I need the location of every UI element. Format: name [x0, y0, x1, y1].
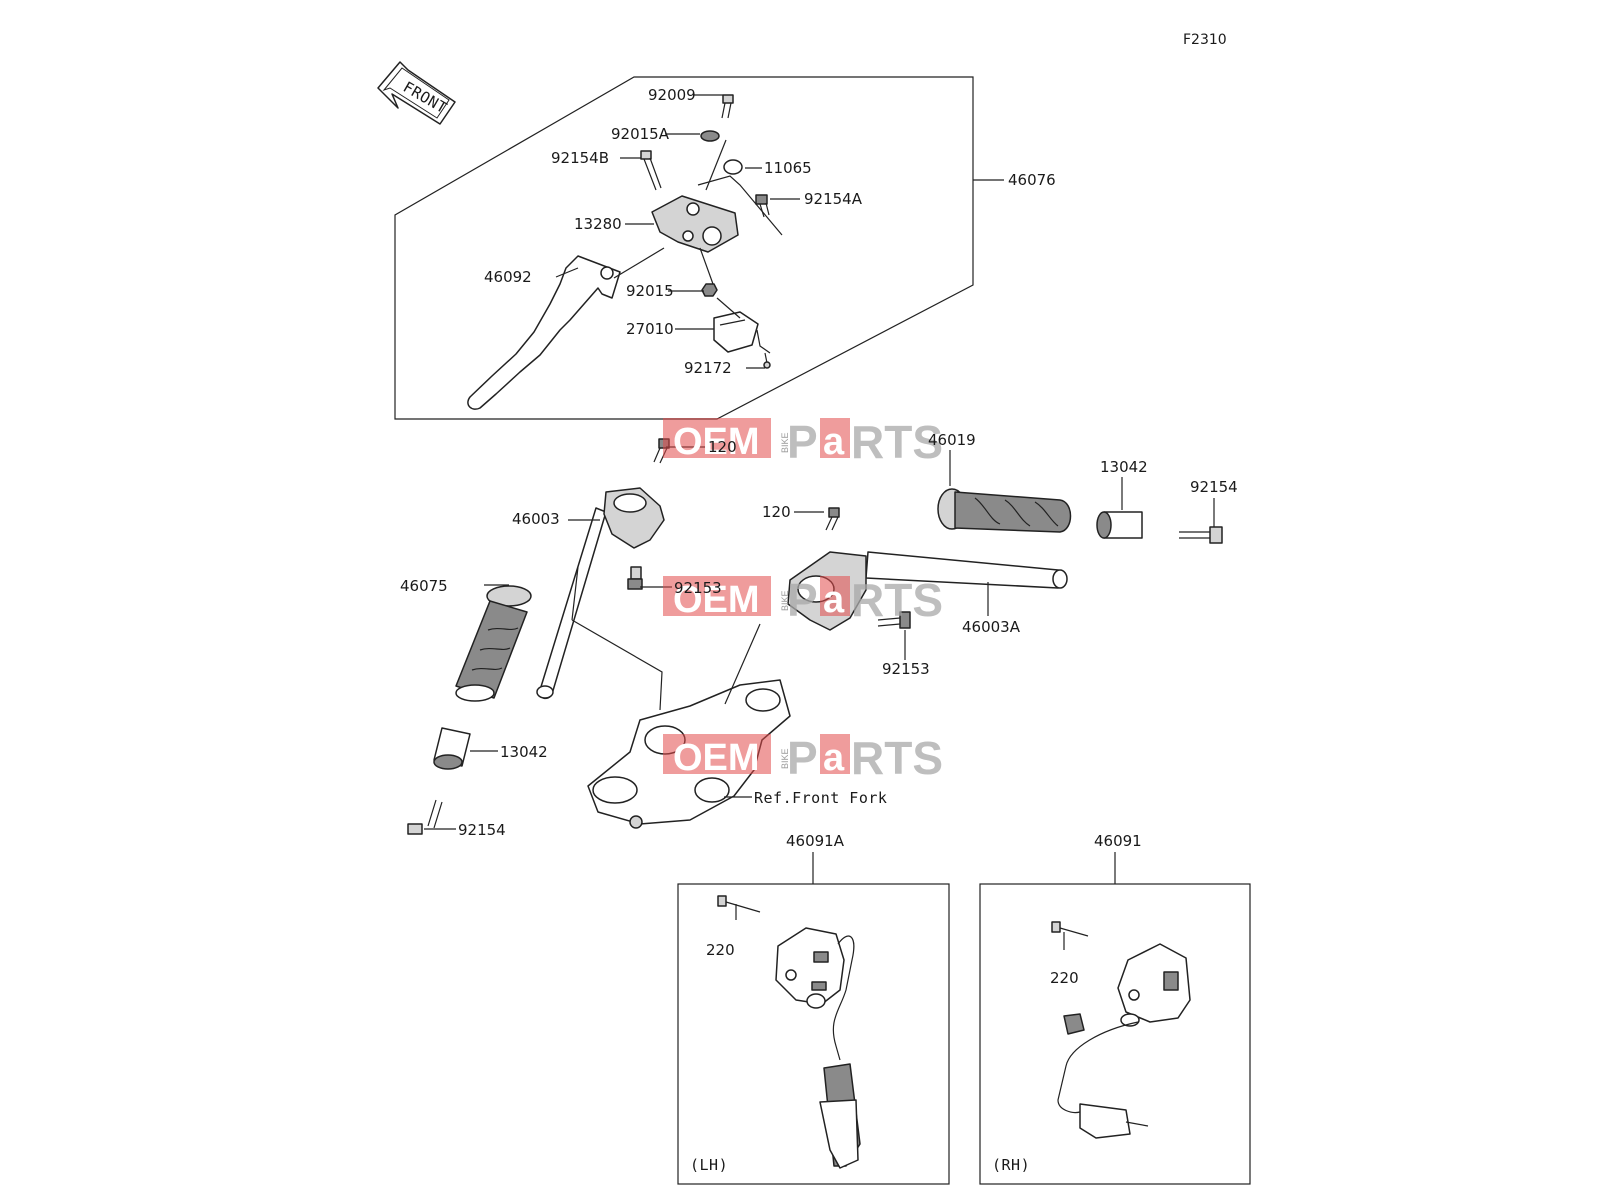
bolt-92154B: [640, 150, 662, 191]
grip-left-46075: [455, 585, 532, 702]
label-92154A: 92154A: [804, 190, 863, 208]
label-46003A: 46003A: [962, 618, 1021, 636]
front-arrow-icon: FRONT: [377, 61, 456, 125]
svg-text:RTS: RTS: [851, 574, 943, 626]
bolt-92153-right: [877, 611, 911, 629]
label-13042-right: 13042: [1100, 458, 1148, 476]
label-92015: 92015: [626, 282, 674, 300]
label-ref-front-fork: Ref.Front Fork: [754, 789, 887, 807]
label-46091A: 46091A: [786, 832, 845, 850]
svg-text:BIKE: BIKE: [780, 748, 790, 769]
svg-text:OEM: OEM: [673, 579, 760, 621]
label-92153-right: 92153: [882, 660, 930, 678]
bolt-92153-left: [627, 566, 643, 590]
label-46076: 46076: [1008, 171, 1056, 189]
svg-text:P: P: [787, 416, 818, 468]
clutch-perch-13280: [651, 195, 739, 253]
switch-lh-46091A: [775, 927, 861, 1169]
switch-rh-46091: [1057, 943, 1191, 1139]
leader-lines-assembly: [555, 94, 1004, 369]
grip-right-46019: [937, 488, 1072, 533]
svg-text:BIKE: BIKE: [780, 590, 790, 611]
label-92154-right: 92154: [1190, 478, 1238, 496]
label-lh: (LH): [690, 1156, 728, 1174]
bolt-120-right: [825, 507, 840, 531]
svg-text:RTS: RTS: [851, 416, 943, 468]
label-13280: 13280: [574, 215, 622, 233]
nut-92015: [701, 283, 718, 297]
washer-92015A: [700, 130, 720, 142]
switch-box-rh: [979, 883, 1251, 1185]
screw-220-lh: [717, 895, 761, 913]
label-92009: 92009: [648, 86, 696, 104]
handlebar-left-46003: [536, 487, 665, 711]
label-92015A: 92015A: [611, 125, 670, 143]
screw-220-rh: [1051, 921, 1089, 937]
bolt-92154-left: [407, 799, 443, 835]
bolt-92154-right: [1179, 526, 1223, 544]
svg-text:OEM: OEM: [673, 737, 760, 779]
label-120-left: 120: [708, 438, 737, 456]
label-92154B: 92154B: [551, 149, 609, 167]
label-92154-left: 92154: [458, 821, 506, 839]
svg-text:a: a: [823, 421, 845, 463]
leader-lines-middle: [424, 446, 1215, 830]
svg-text:a: a: [823, 737, 845, 779]
bar-end-weight-left-13042: [433, 727, 471, 770]
switch-27010: [713, 311, 759, 353]
lever-46092: [467, 255, 621, 410]
label-27010: 27010: [626, 320, 674, 338]
screw-92172: [763, 352, 771, 369]
label-92172: 92172: [684, 359, 732, 377]
svg-text:P: P: [787, 732, 818, 784]
svg-text:a: a: [823, 579, 845, 621]
watermark-2: OEM BIKE P a RTS: [663, 574, 943, 626]
label-220-rh: 220: [1050, 969, 1079, 987]
label-46091: 46091: [1094, 832, 1142, 850]
svg-text:BIKE: BIKE: [780, 432, 790, 453]
bolt-92009: [721, 94, 734, 119]
svg-text:OEM: OEM: [673, 421, 760, 463]
label-46019: 46019: [928, 431, 976, 449]
svg-text:P: P: [787, 574, 818, 626]
label-11065: 11065: [764, 159, 812, 177]
label-46092: 46092: [484, 268, 532, 286]
label-120-right: 120: [762, 503, 791, 521]
label-46075: 46075: [400, 577, 448, 595]
watermark-3: OEM BIKE P a RTS: [663, 732, 943, 784]
label-46003: 46003: [512, 510, 560, 528]
bar-end-weight-right-13042: [1096, 511, 1143, 539]
svg-text:RTS: RTS: [851, 732, 943, 784]
cap-11065: [723, 159, 743, 175]
diagram-code: F2310: [1183, 32, 1227, 48]
label-rh: (RH): [992, 1156, 1030, 1174]
watermark-1: OEM BIKE P a RTS: [663, 416, 943, 468]
label-92153-left: 92153: [674, 579, 722, 597]
label-13042-left: 13042: [500, 743, 548, 761]
label-220-lh: 220: [706, 941, 735, 959]
